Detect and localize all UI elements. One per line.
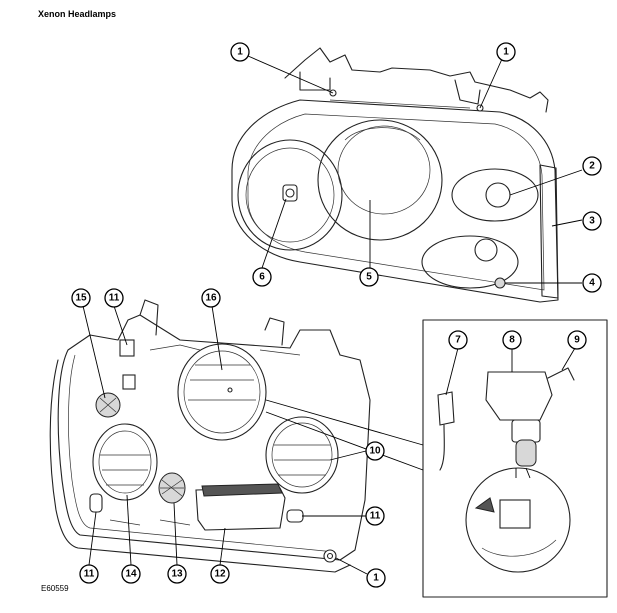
callout-11-top: 11 xyxy=(104,288,124,308)
rear-headlamp-assembly xyxy=(49,299,371,573)
svg-text:16: 16 xyxy=(205,293,217,304)
svg-text:11: 11 xyxy=(109,293,120,304)
svg-text:10: 10 xyxy=(369,446,381,457)
callout-14: 14 xyxy=(121,564,141,584)
callout-12: 12 xyxy=(210,564,230,584)
svg-text:14: 14 xyxy=(125,569,137,580)
callout-1-bottom: 1 xyxy=(366,568,386,588)
svg-text:6: 6 xyxy=(259,272,265,283)
callout-1-top-right: 1 xyxy=(496,42,516,62)
svg-text:8: 8 xyxy=(509,335,515,346)
callout-10: 10 xyxy=(365,441,385,461)
leader-lines xyxy=(82,55,583,575)
callout-3: 3 xyxy=(582,211,602,231)
callout-11-bottom: 11 xyxy=(79,564,99,584)
svg-text:15: 15 xyxy=(75,293,87,304)
callout-5: 5 xyxy=(359,267,379,287)
callout-13: 13 xyxy=(167,564,187,584)
svg-text:12: 12 xyxy=(214,569,226,580)
callout-2: 2 xyxy=(582,156,602,176)
svg-text:1: 1 xyxy=(373,573,379,584)
figure-reference-id: E60559 xyxy=(41,584,69,593)
svg-text:11: 11 xyxy=(370,511,381,522)
callout-8: 8 xyxy=(502,330,522,350)
svg-text:13: 13 xyxy=(171,569,183,580)
svg-text:11: 11 xyxy=(84,569,95,580)
callout-15: 15 xyxy=(71,288,91,308)
callout-7: 7 xyxy=(448,330,468,350)
svg-text:2: 2 xyxy=(589,161,595,172)
front-headlamp-assembly xyxy=(231,47,559,303)
callout-4: 4 xyxy=(582,273,602,293)
callout-6: 6 xyxy=(252,267,272,287)
svg-text:3: 3 xyxy=(589,216,595,227)
callout-16: 16 xyxy=(201,288,221,308)
callout-11-right: 11 xyxy=(365,506,385,526)
svg-text:7: 7 xyxy=(455,335,461,346)
diagram-title: Xenon Headlamps xyxy=(38,9,117,19)
svg-text:9: 9 xyxy=(574,335,580,346)
svg-text:1: 1 xyxy=(503,47,509,58)
callout-9: 9 xyxy=(567,330,587,350)
callout-1-top-left: 1 xyxy=(230,42,250,62)
svg-text:1: 1 xyxy=(237,47,243,58)
svg-text:4: 4 xyxy=(589,278,595,289)
bulb-detail-inset xyxy=(422,319,608,598)
svg-text:5: 5 xyxy=(366,272,372,283)
